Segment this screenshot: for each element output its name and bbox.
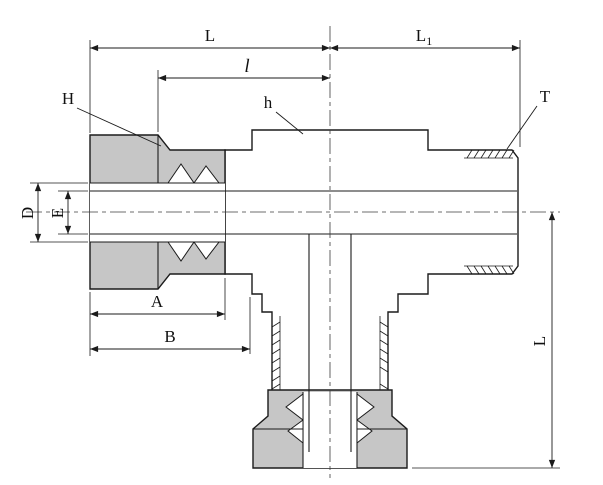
label-L-top: L — [205, 26, 215, 45]
body-outline — [224, 129, 519, 393]
thread-hatch-right-top — [466, 149, 515, 159]
leader-line — [506, 105, 538, 150]
dimension-E: E — [48, 190, 88, 235]
ferrule — [356, 392, 375, 422]
thread-right — [464, 149, 515, 275]
thread-hatch-branch-right — [379, 321, 389, 390]
dimensions: L L1 l H h T — [18, 26, 560, 469]
label-E: E — [48, 208, 67, 218]
ferrules-bottom-nut — [285, 392, 375, 445]
ferrule — [193, 165, 221, 184]
label-H: H — [62, 89, 74, 108]
thread-hatch-right-bottom — [466, 265, 515, 275]
left-nut-bore — [90, 183, 225, 242]
label-B: B — [164, 327, 175, 346]
leader-line — [76, 107, 162, 147]
dimension-l-mid: l — [157, 56, 330, 132]
left-nut — [89, 134, 226, 290]
label-D: D — [18, 207, 37, 219]
dimension-D: D — [18, 182, 88, 243]
ferrule — [193, 241, 221, 260]
dimension-A: A — [89, 278, 226, 356]
callout-H: H — [62, 89, 162, 147]
ferrule — [167, 163, 195, 184]
dimension-L-right: L — [412, 212, 560, 469]
dimension-L-top: L — [89, 26, 330, 133]
leader-line — [275, 111, 304, 135]
dimension-B: B — [90, 297, 251, 354]
label-T: T — [540, 87, 551, 106]
thread-root-lines-branch — [279, 316, 381, 392]
ferrules-left-nut — [167, 163, 221, 262]
label-h: h — [264, 93, 273, 112]
hex-edges — [157, 135, 407, 430]
dimension-L1-top: L1 — [330, 26, 521, 147]
label-l: l — [244, 56, 249, 77]
callout-T: T — [506, 87, 551, 150]
fitting-body — [224, 129, 519, 393]
centerlines — [26, 26, 560, 478]
bore-branch — [308, 234, 352, 452]
bore-E-through — [90, 190, 517, 235]
ferrule — [356, 419, 373, 445]
thread-branch — [271, 316, 389, 392]
thread-hatch-branch-left — [271, 321, 281, 390]
ferrule — [167, 241, 195, 262]
thread-root-lines-right — [464, 157, 513, 267]
ferrule — [287, 419, 304, 445]
label-L-right: L — [530, 336, 549, 346]
label-L1: L1 — [416, 26, 432, 48]
label-A: A — [151, 292, 164, 311]
callout-h: h — [264, 93, 304, 135]
ferrule — [285, 392, 304, 422]
